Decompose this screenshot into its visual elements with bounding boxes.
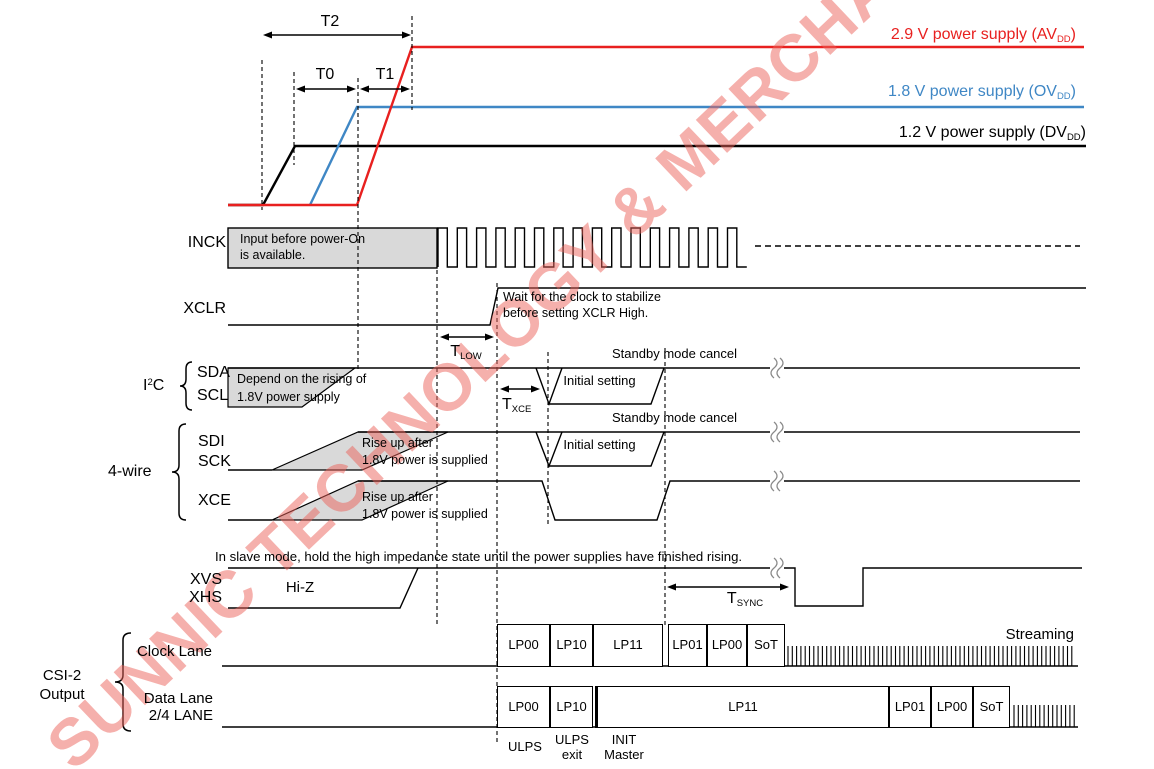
four-wire-label: 4-wire [108, 463, 152, 480]
sck-label: SCK [198, 453, 231, 470]
t0-label: T0 [315, 66, 335, 83]
line-break-squiggle [770, 421, 778, 443]
txce-label: TXCE [502, 396, 532, 415]
t1-label: T1 [375, 66, 395, 83]
xhs-label: XHS [189, 589, 222, 606]
sda-label: SDA [197, 364, 230, 381]
xce-label: XCE [198, 492, 231, 509]
data-lane-segment: LP01 [889, 686, 931, 728]
line-break-mask [770, 557, 784, 579]
arrowhead [485, 333, 494, 341]
group-brace [179, 361, 193, 411]
inck-note: Input before power-On is available. [240, 232, 366, 262]
sdi-label: SDI [198, 433, 225, 450]
data-lane-label-line1: Data Lane [143, 690, 213, 707]
xclr-trace [228, 287, 1086, 326]
avdd-label: 2.9 V power supply (AVDD) [890, 26, 1076, 45]
t2-label: T2 [320, 13, 340, 30]
init-master-label: INIT Master [604, 732, 644, 762]
streaming-label: Streaming [1005, 626, 1074, 643]
line-break-squiggle [776, 470, 784, 492]
arrowhead [667, 583, 676, 591]
arrowhead [531, 385, 540, 393]
xce-rise-note: Rise up after 1.8V power is supplied [362, 490, 488, 521]
group-brace [114, 632, 132, 732]
data-lane-segment: LP00 [931, 686, 973, 728]
initial-setting-4wire: Initial setting [563, 437, 636, 452]
sdi-bus-shape [535, 431, 665, 468]
line-break-squiggle [776, 421, 784, 443]
group-brace [171, 423, 187, 521]
ovdd-trace [308, 105, 1084, 206]
i2c-label: I2C [143, 377, 165, 394]
tsync-label: TSYNC [726, 590, 764, 609]
csi2-label-line1: CSI-2 [42, 667, 82, 684]
data-lane-segment: LP00 [497, 686, 550, 728]
inck-pulse-train [437, 227, 747, 268]
data-lane-segment: LP11 [595, 686, 889, 728]
xclr-label: XCLR [183, 300, 226, 317]
clock-lane-segment: LP01 [668, 624, 707, 667]
xvs-label: XVS [189, 571, 222, 588]
arrowhead [296, 85, 305, 93]
csi2-label-line2: Output [39, 686, 85, 703]
clock-lane-segment: LP00 [707, 624, 747, 667]
arrowhead [500, 385, 509, 393]
hiz-label: Hi-Z [285, 579, 315, 596]
ulps-label: ULPS [508, 739, 542, 754]
xce-trace [358, 480, 1080, 521]
arrowhead [780, 583, 789, 591]
ulps-exit-label: ULPS exit [555, 732, 589, 762]
ovdd-label: 1.8 V power supply (OVDD) [887, 83, 1076, 102]
data-lane-segment: LP10 [550, 686, 593, 728]
xvs-hiz-bottom [228, 567, 419, 609]
xvs-trace [228, 567, 1082, 607]
clock-lane-segment: LP10 [550, 624, 593, 667]
line-break-mask [770, 357, 784, 379]
dvdd-label: 1.2 V power supply (DVDD) [898, 124, 1086, 143]
sda-bus-shape [535, 367, 665, 407]
avdd-trace [228, 45, 1084, 207]
standby-cancel-i2c: Standby mode cancel [612, 346, 738, 361]
clock-lane-segment: SoT [747, 624, 785, 667]
initial-setting-i2c: Initial setting [563, 373, 636, 388]
inck-label: INCK [187, 234, 226, 251]
scl-label: SCL [197, 387, 229, 404]
arrowhead [402, 31, 411, 39]
i2c-note: Depend on the rising of 1.8V power suppl… [237, 372, 367, 404]
standby-cancel-4wire: Standby mode cancel [612, 410, 738, 425]
slave-mode-note: In slave mode, hold the high impedance s… [215, 549, 743, 564]
line-break-squiggle [770, 470, 778, 492]
inck-note-box [227, 227, 438, 269]
data-lane-label-line2: 2/4 LANE [148, 707, 213, 724]
line-break-squiggle [776, 357, 784, 379]
line-break-squiggle [776, 557, 784, 579]
data-lane-segment: SoT [973, 686, 1010, 728]
clock-lane-label: Clock Lane [136, 643, 212, 660]
arrowhead [347, 85, 356, 93]
line-break-mask [770, 421, 784, 443]
clock-lane-segment: LP00 [497, 624, 550, 667]
xclr-note: Wait for the clock to stabilize before s… [503, 290, 661, 320]
arrowhead [360, 85, 369, 93]
sdi-rise-note: Rise up after 1.8V power is supplied [362, 436, 488, 467]
tlow-label: TLOW [450, 343, 482, 362]
line-break-squiggle [770, 357, 778, 379]
arrowhead [401, 85, 410, 93]
clock-lane-segment: LP11 [593, 624, 663, 667]
arrowhead [440, 333, 449, 341]
line-break-squiggle [770, 557, 778, 579]
line-break-mask [770, 470, 784, 492]
arrowhead [263, 31, 272, 39]
